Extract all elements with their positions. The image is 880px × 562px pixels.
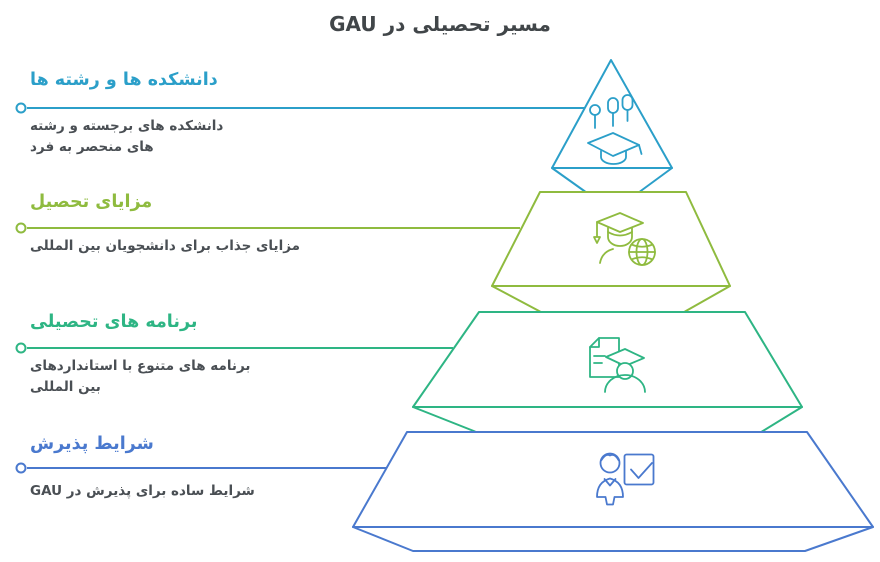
connector-4 — [15, 462, 386, 474]
document-lines — [593, 355, 606, 364]
section-description-admission: شرایط ساده برای پذیرش در GAU — [30, 483, 255, 499]
connector-1 — [15, 102, 585, 114]
section-description-programs: برنامه های متنوع با استانداردهای بین الم… — [30, 358, 251, 395]
person-and-checklist-icon — [596, 452, 655, 506]
document-fold — [589, 337, 600, 348]
pyramid-level-1 — [551, 59, 673, 193]
level-3-face — [412, 311, 803, 408]
section-description-benefits: مزایای جذاب برای دانشجویان بین المللی — [30, 238, 300, 254]
graduate-head-band — [607, 231, 633, 237]
connector-dot — [15, 102, 27, 114]
level-4-front-face — [352, 526, 874, 552]
graduate-cap — [605, 348, 645, 367]
cap-tassel — [593, 221, 601, 244]
graduate-head — [616, 362, 634, 380]
person-collar — [603, 478, 617, 487]
pyramid-level-3 — [412, 311, 803, 433]
level-1-face — [551, 59, 673, 169]
section-description-faculties: دانشکده های برجسته و رشته های منحصر به ف… — [30, 118, 224, 155]
pins-and-graduation-cap-icon — [587, 94, 643, 165]
connectors — [15, 102, 585, 474]
connector-2 — [15, 222, 520, 234]
checkmark — [630, 462, 653, 479]
level-2-face — [491, 191, 731, 287]
section-heading-faculties: دانشکده ها و رشته ها — [30, 70, 218, 90]
connector-3 — [15, 342, 453, 354]
page-title: مسیر تحصیلی در GAU — [329, 12, 551, 36]
mortarboard-tassel — [638, 144, 643, 155]
pyramid-level-4 — [352, 431, 874, 552]
section-heading-admission: شرایط پذیرش — [30, 434, 154, 454]
graduate-and-globe-icon — [593, 212, 656, 266]
section-heading-benefits: مزایای تحصیل — [30, 192, 153, 212]
cap-top — [596, 212, 644, 233]
connector-dot — [15, 342, 27, 354]
graduate-head — [607, 227, 633, 247]
checklist-card — [623, 453, 655, 486]
person-hair — [600, 453, 620, 461]
section-heading-programs: برنامه های تحصیلی — [30, 312, 198, 332]
document-and-graduate-icon — [589, 337, 646, 393]
level-2-bottom-edges — [491, 285, 731, 313]
person-head — [599, 452, 621, 474]
globe-latitudes — [630, 243, 654, 261]
level-3-bottom-edges — [412, 406, 803, 433]
mortarboard-base — [600, 150, 627, 165]
document-page — [589, 337, 620, 378]
graduate-shoulders — [604, 374, 646, 393]
connector-dot — [15, 462, 27, 474]
graduate-shoulder — [599, 248, 614, 264]
connector-dot — [15, 222, 27, 234]
pyramid-level-2 — [491, 191, 731, 313]
level-1-bottom-edges — [551, 167, 673, 193]
